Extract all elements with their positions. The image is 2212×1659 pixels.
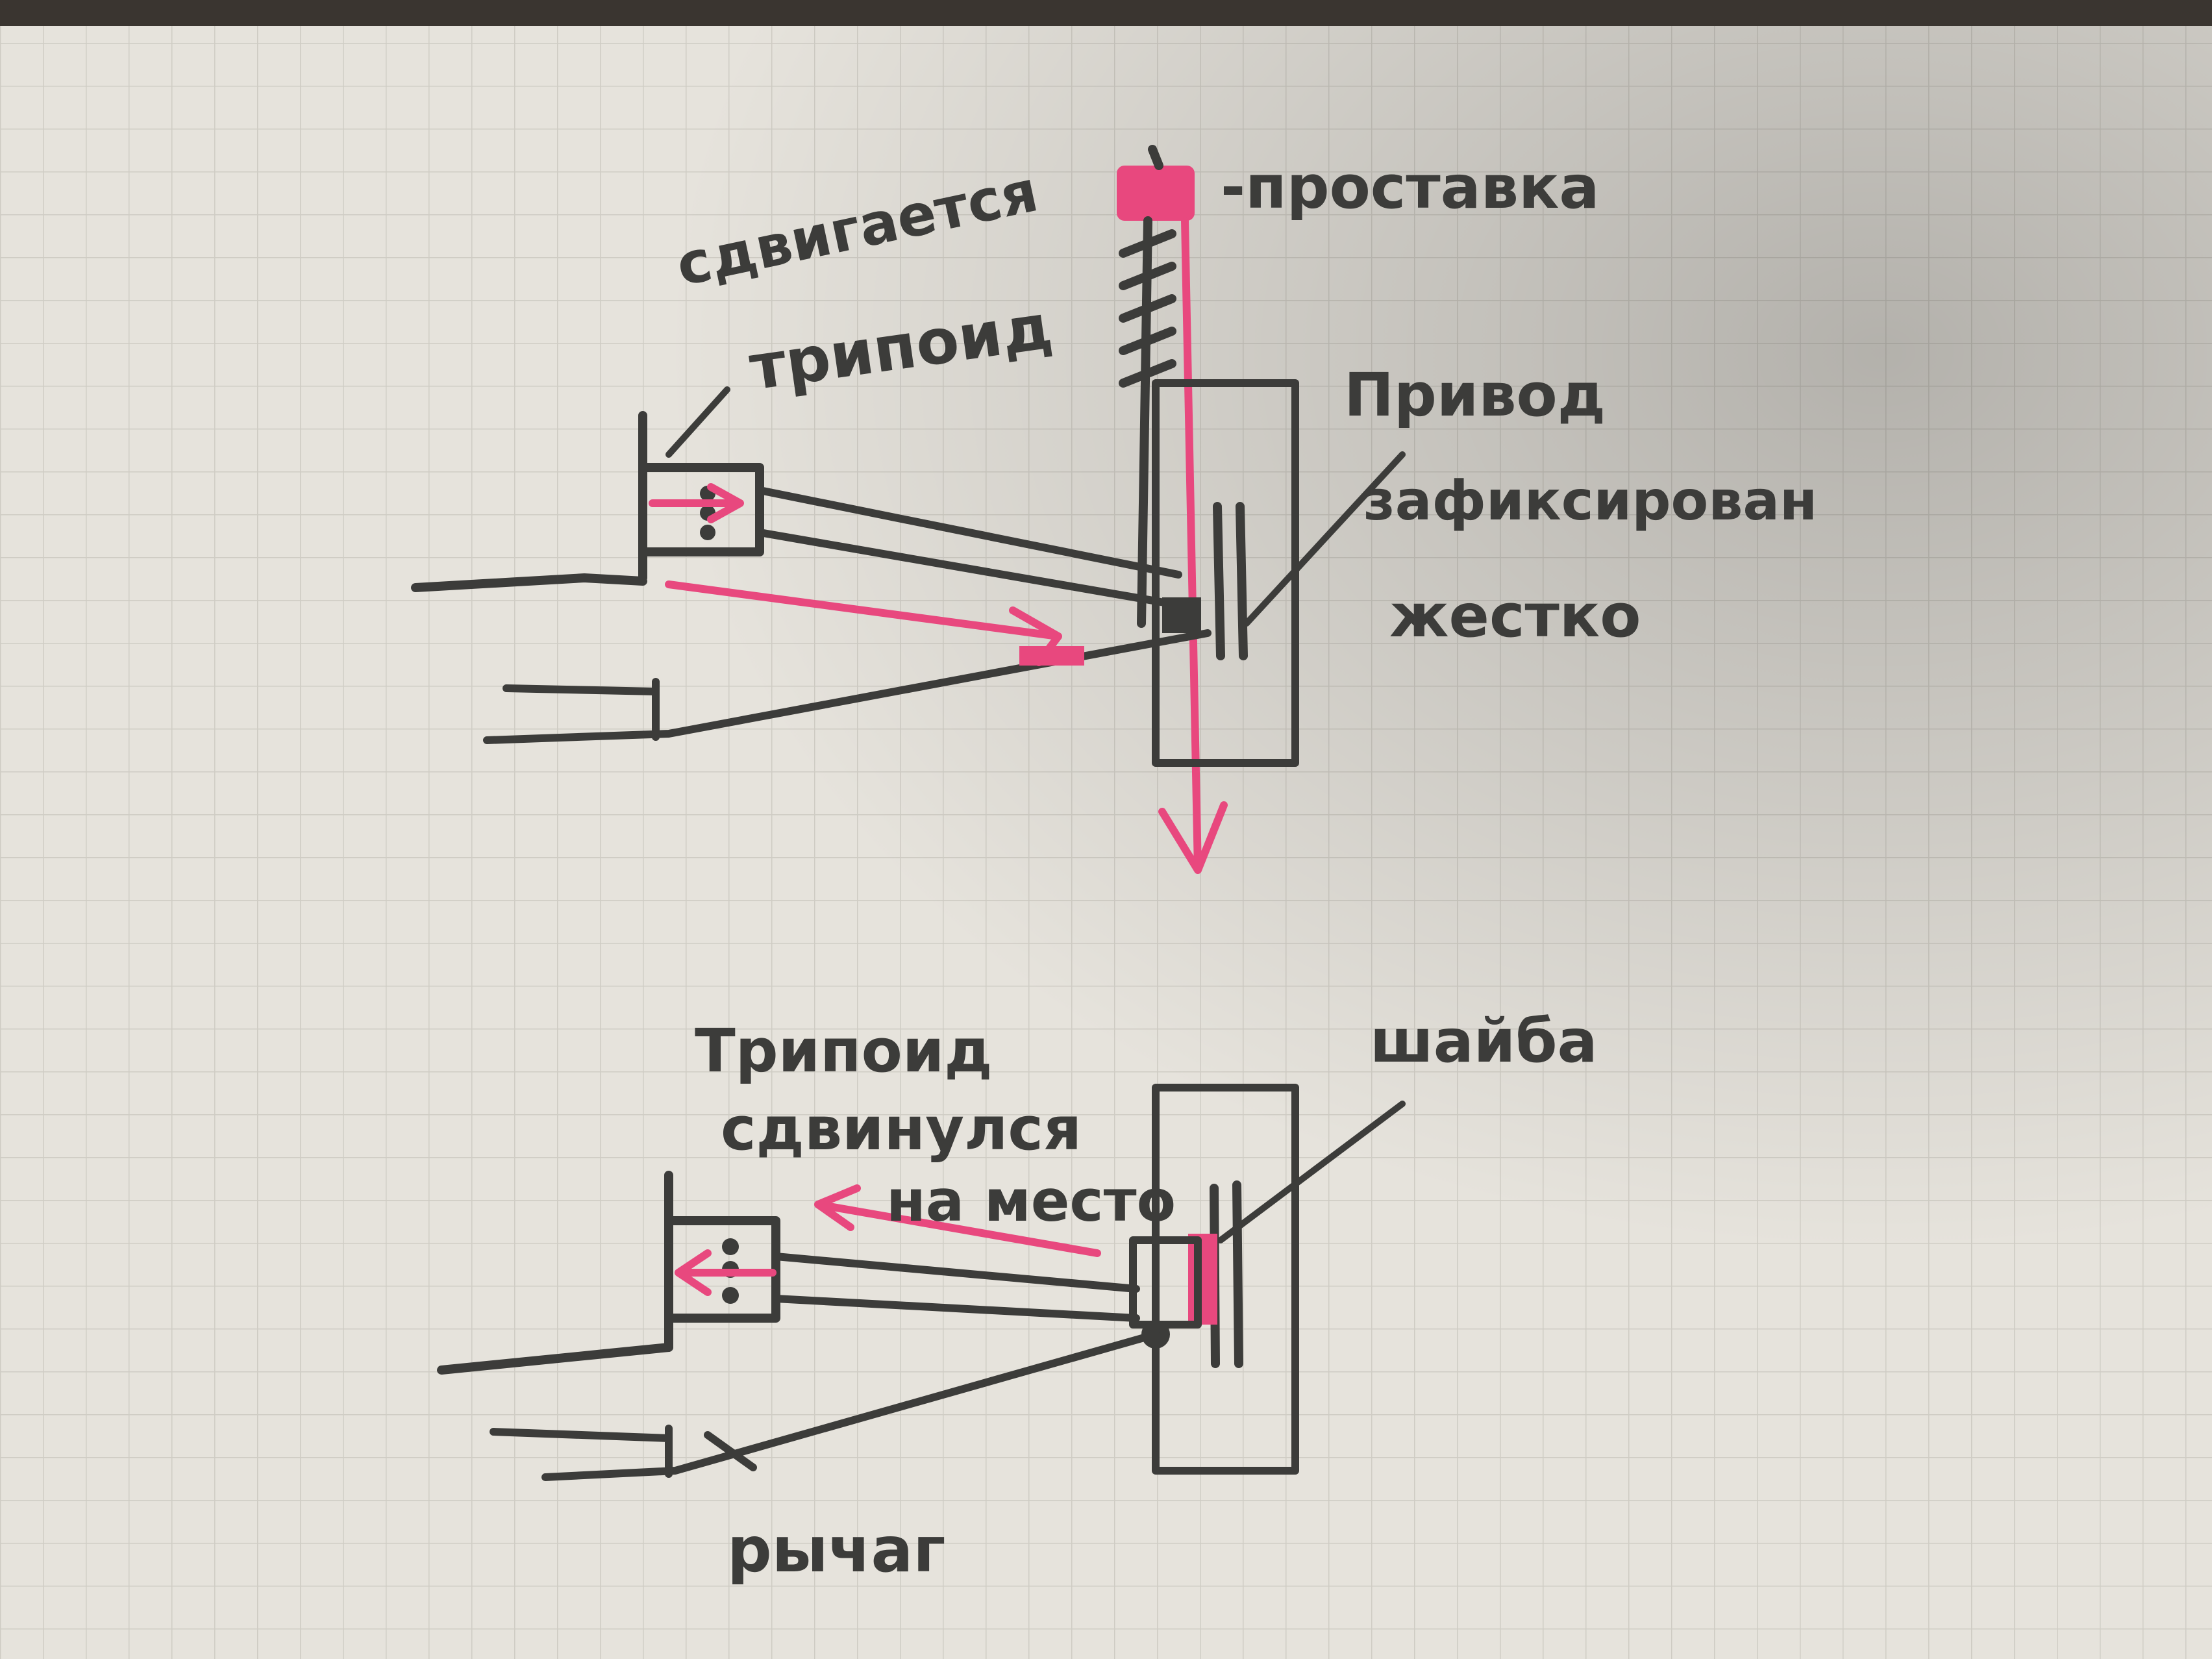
drive-housing-bottom — [1152, 1084, 1299, 1475]
label-drive-line3: жестко — [1389, 581, 1641, 651]
lever-bottom — [490, 1330, 1160, 1481]
bottom-diagram: Трипоид сдвинулся на место шайба рычаг — [437, 1006, 1598, 1586]
lever-top — [483, 629, 1212, 744]
axle-shaft-top — [756, 486, 1182, 608]
return-arrow — [814, 1184, 1101, 1257]
tripod-housing-top — [638, 411, 764, 582]
spacer-block — [1117, 166, 1195, 221]
label-spacer: -проставка — [1221, 153, 1600, 222]
label-washer: шайба — [1370, 1006, 1598, 1076]
tripod-housing-bottom — [664, 1171, 780, 1352]
label-drive-line1: Привод — [1344, 360, 1606, 430]
label-tripod-line1: Трипоид — [695, 1016, 993, 1086]
label-lever: рычаг — [727, 1514, 945, 1586]
threaded-shaft — [1119, 216, 1176, 628]
washer-highlight — [1188, 1234, 1217, 1325]
washer-top — [1213, 502, 1248, 660]
label-drive-line2: зафиксирован — [1363, 469, 1817, 532]
label-tripod-line3: на место — [886, 1167, 1176, 1234]
axle-shaft-bottom — [772, 1253, 1140, 1322]
paper-shadow — [0, 26, 2212, 1659]
label-tripod-line2: сдвинулся — [721, 1094, 1082, 1164]
